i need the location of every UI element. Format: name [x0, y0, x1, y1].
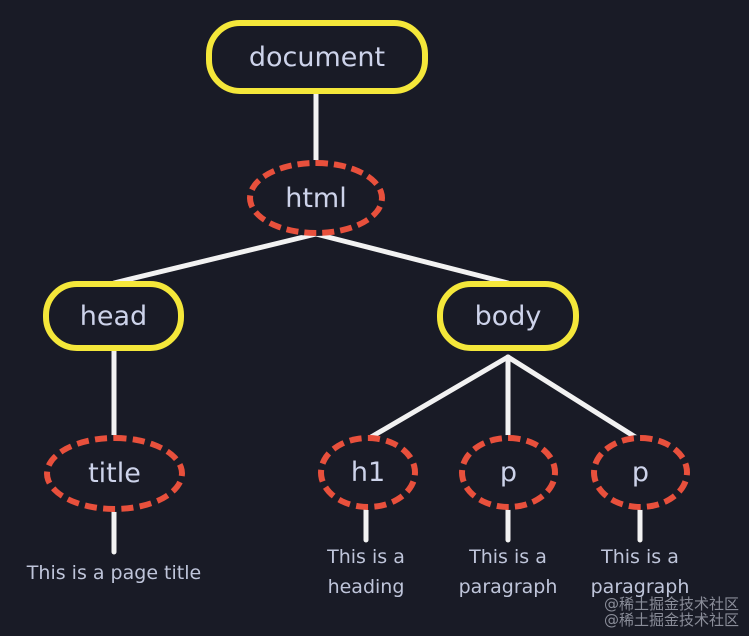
node-p-1-label: p: [499, 457, 518, 488]
watermark-line2: @稀土掘金技术社区: [603, 611, 739, 629]
leaf-p1-line1: This is a: [469, 546, 547, 568]
leaf-h1-line1: This is a: [327, 546, 405, 568]
leaf-h1-line2: heading: [327, 576, 405, 598]
leaf-title-text: This is a page title: [14, 558, 214, 588]
edge-html-body: [313, 231, 511, 286]
node-p-2: p: [591, 435, 690, 510]
node-p-1: p: [459, 435, 558, 510]
leaf-p2-text: This is a paragraph: [575, 542, 705, 602]
node-document-label: document: [248, 41, 386, 73]
node-html-label: html: [285, 182, 347, 214]
node-h1: h1: [318, 435, 418, 510]
edge-body-h1: [363, 354, 511, 443]
leaf-p1-line2: paragraph: [458, 576, 558, 598]
watermark-line1: @稀土掘金技术社区: [603, 595, 739, 613]
node-h1-label: h1: [350, 457, 386, 488]
node-p-2-label: p: [631, 457, 650, 488]
leaf-p2-line2: paragraph: [590, 576, 690, 598]
node-body-label: body: [474, 300, 542, 332]
watermark: @稀土掘金技术社区 @稀土掘金技术社区: [604, 596, 739, 628]
leaf-title-text-line: This is a page title: [26, 562, 202, 584]
node-body: body: [437, 281, 579, 351]
node-html: html: [247, 160, 385, 236]
leaf-p2-line1: This is a: [601, 546, 679, 568]
edge-html-head: [111, 231, 319, 286]
node-title-label: title: [88, 458, 141, 489]
leaf-p1-text: This is a paragraph: [443, 542, 573, 602]
node-head-label: head: [79, 300, 148, 332]
edge-body-p2: [505, 354, 643, 443]
leaf-h1-text: This is a heading: [306, 542, 426, 602]
node-title: title: [44, 435, 185, 512]
node-head: head: [43, 281, 184, 351]
node-document: document: [206, 20, 428, 94]
